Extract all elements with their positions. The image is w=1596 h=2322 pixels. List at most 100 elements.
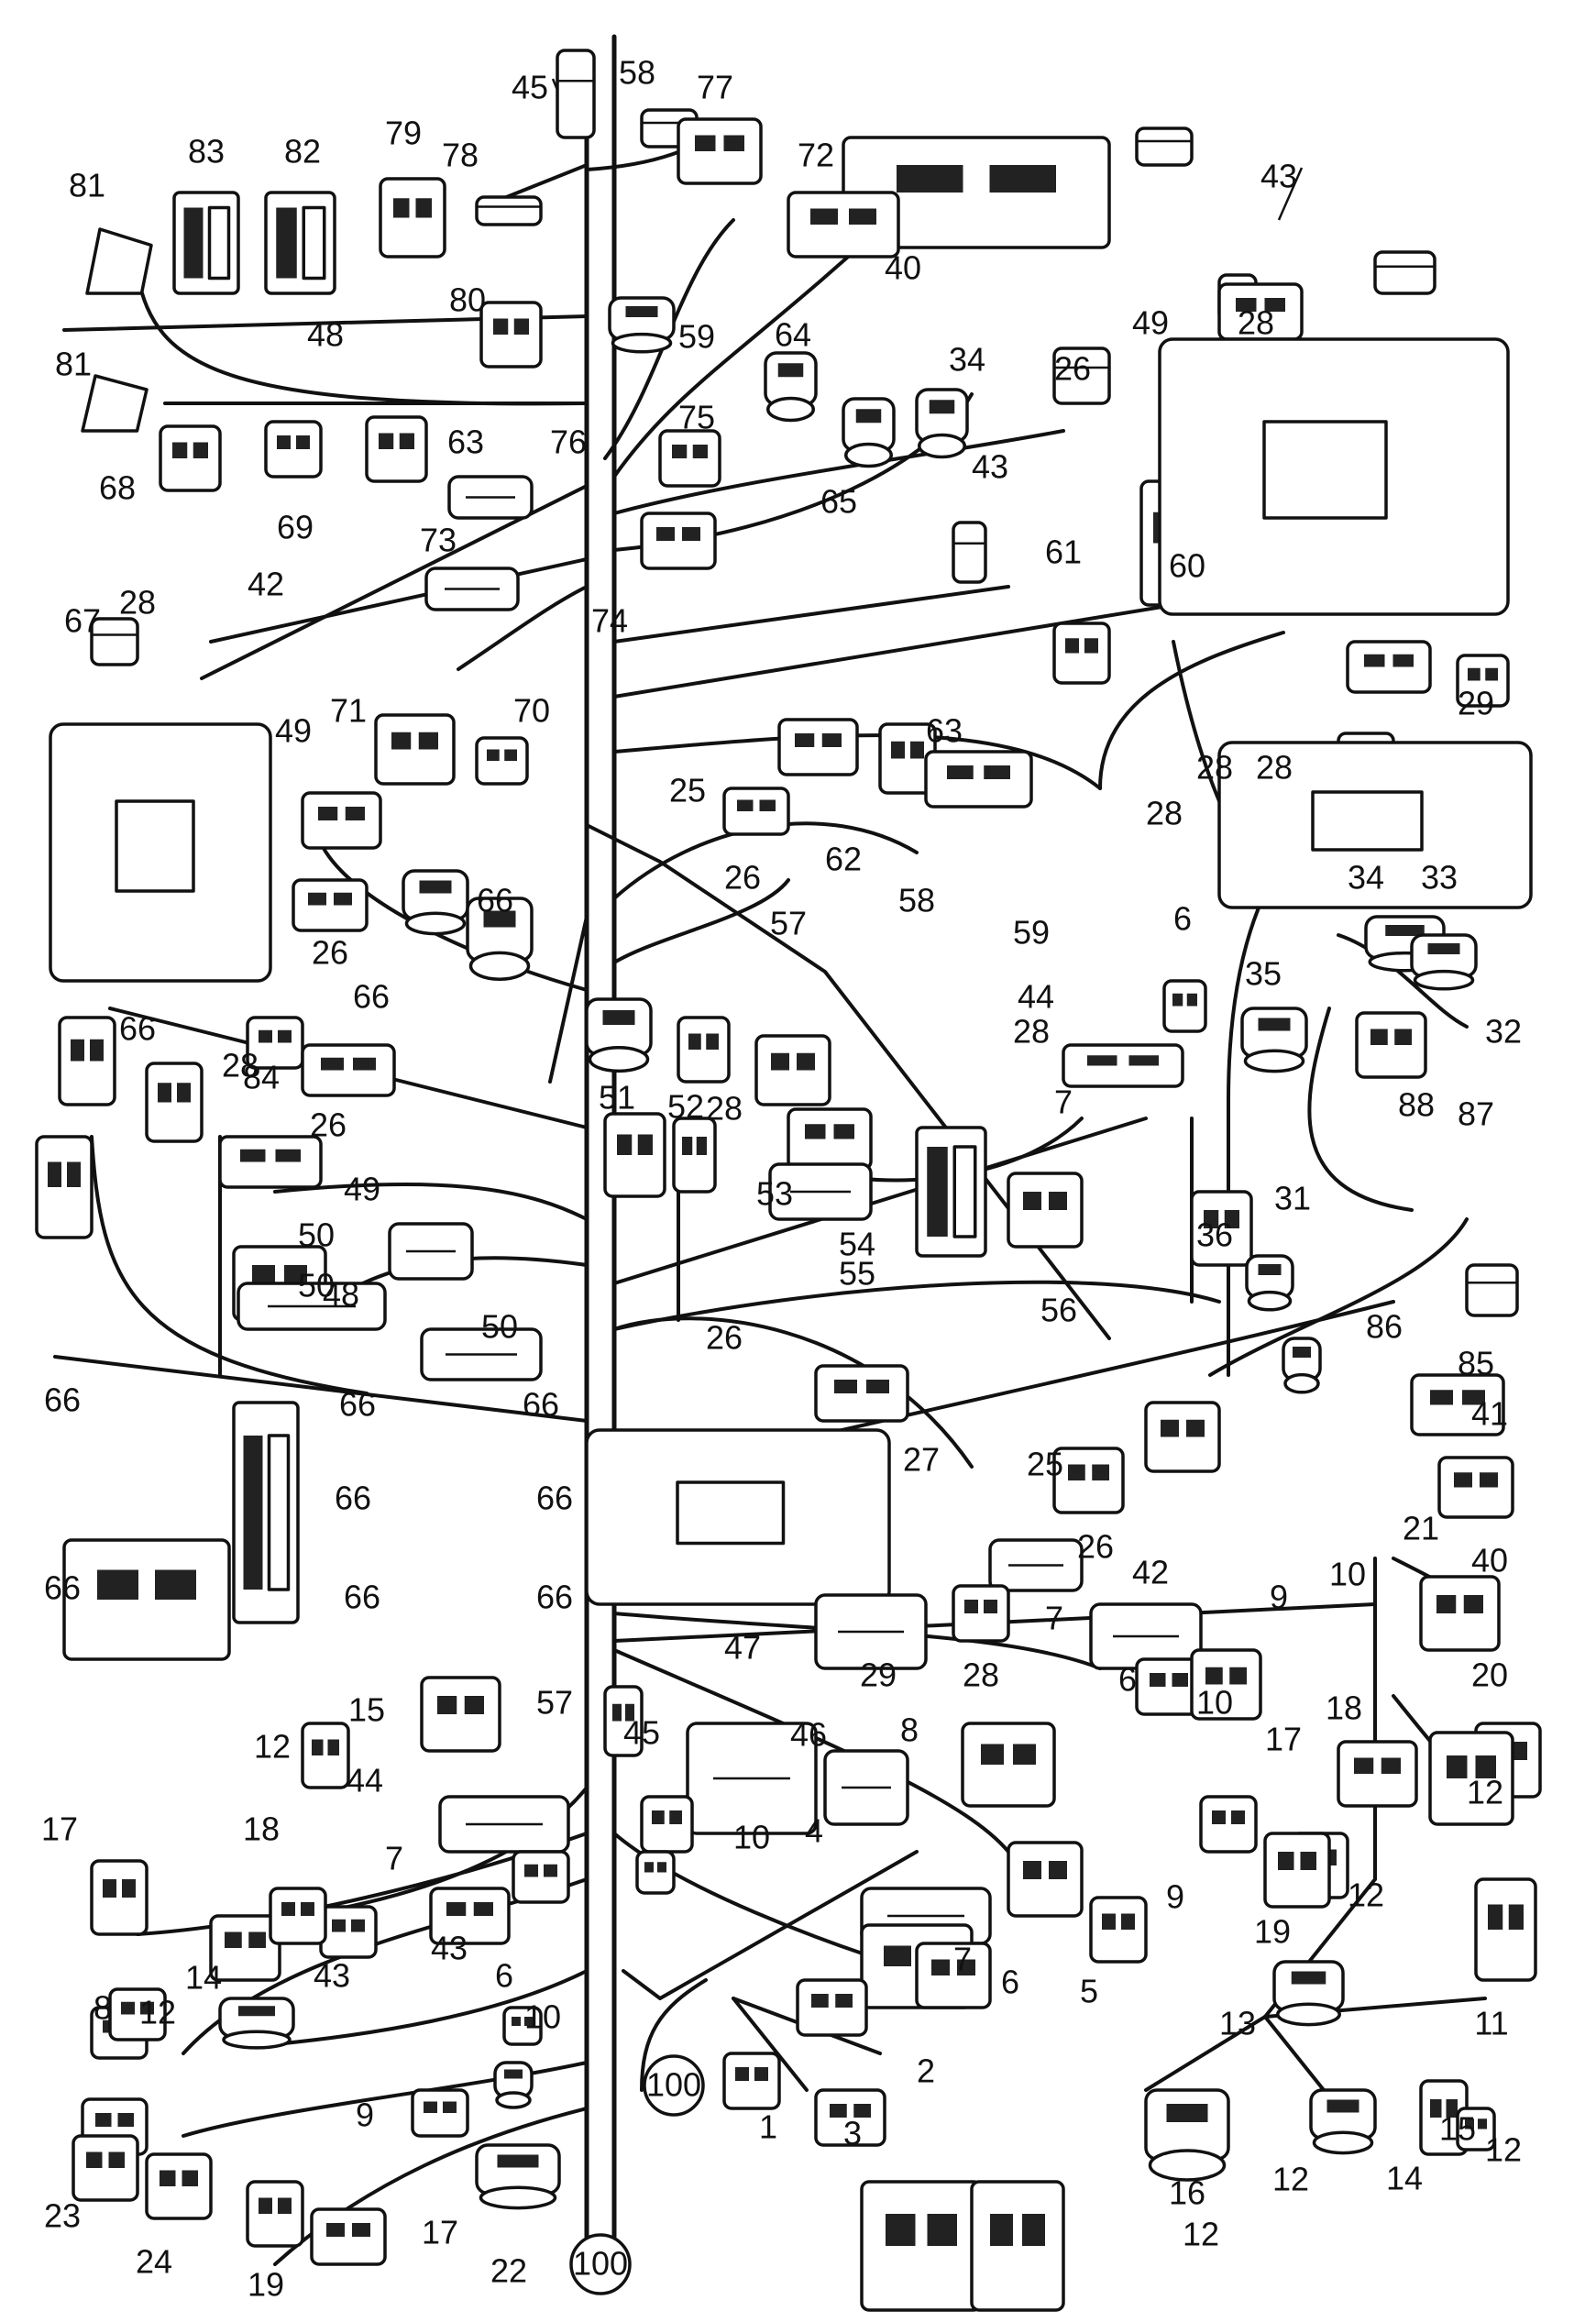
callout-label: 57 xyxy=(770,905,807,942)
callout-label: 9 xyxy=(356,2096,374,2134)
component-79 xyxy=(585,1428,891,1606)
callout-label: 53 xyxy=(756,1175,793,1213)
component-104 xyxy=(232,1401,300,1624)
callout-label: 26 xyxy=(724,859,761,897)
wire-10 xyxy=(457,585,589,671)
callout-label: 43 xyxy=(972,448,1008,486)
component-110 xyxy=(1007,1841,1084,1918)
component-84 xyxy=(988,1538,1084,1592)
component-10 xyxy=(479,301,543,369)
component-91 xyxy=(1428,1731,1514,1826)
callout-label: 49 xyxy=(1132,304,1169,342)
component-106 xyxy=(1263,1832,1331,1909)
callout-label: 22 xyxy=(490,2252,527,2290)
component-54 xyxy=(677,1016,731,1084)
callout-label: 60 xyxy=(1169,547,1205,585)
component-111 xyxy=(635,1850,676,1895)
callout-label: 42 xyxy=(1132,1554,1169,1591)
wire-16 xyxy=(612,603,1175,699)
component-92 xyxy=(1190,1648,1262,1721)
callout-label: 45 xyxy=(512,69,548,106)
component-115 xyxy=(209,1914,281,1982)
callout-label: 16 xyxy=(1169,2174,1205,2212)
callout-label: 70 xyxy=(513,692,550,730)
callout-label: 23 xyxy=(44,2197,81,2235)
callout-label: 47 xyxy=(724,1629,761,1667)
component-65 xyxy=(915,1126,987,1258)
callout-label: 69 xyxy=(277,509,314,546)
component-141 xyxy=(62,1538,231,1661)
callout-label: 86 xyxy=(1366,1308,1403,1346)
wire-60 xyxy=(1337,933,1469,1029)
component-120 xyxy=(108,1987,167,2041)
callout-label: 32 xyxy=(1485,1013,1522,1051)
wire-29 xyxy=(1208,1217,1469,1377)
component-43 xyxy=(722,787,790,836)
callout-label: 73 xyxy=(420,522,457,559)
component-61 xyxy=(1355,1011,1427,1079)
callout-label: 40 xyxy=(1471,1542,1508,1579)
callout-label: 28 xyxy=(1146,795,1183,832)
wire-8 xyxy=(209,557,589,644)
callout-label: 33 xyxy=(1421,859,1458,897)
component-74 xyxy=(1245,1254,1294,1312)
callout-label: 61 xyxy=(1045,534,1082,571)
component-131 xyxy=(1419,2079,1469,2156)
component-76 xyxy=(420,1327,543,1381)
component-101 xyxy=(1337,1740,1418,1808)
callout-label: 80 xyxy=(449,281,486,319)
callout-label: 78 xyxy=(442,137,479,174)
component-14 xyxy=(1373,250,1436,295)
wire-39 xyxy=(347,1786,589,1909)
component-134 xyxy=(493,2061,534,2109)
callout-label: 52 xyxy=(667,1088,704,1126)
wire-13 xyxy=(612,429,1065,515)
component-32 xyxy=(640,512,717,570)
callout-label: 7 xyxy=(953,1941,972,1978)
component-95 xyxy=(603,1685,644,1757)
callout-label: 79 xyxy=(385,115,422,152)
callout-label: 50 xyxy=(298,1267,335,1304)
callout-label: 13 xyxy=(1219,2005,1256,2042)
callout-label: 15 xyxy=(348,1691,385,1729)
wire-22 xyxy=(53,1355,589,1423)
reference-circle-label: 100 xyxy=(573,2245,628,2283)
callout-label: 59 xyxy=(678,318,715,356)
component-46 xyxy=(402,869,469,936)
callout-label: 66 xyxy=(44,1569,81,1607)
callout-label: 88 xyxy=(1398,1086,1435,1124)
component-89 xyxy=(1419,1575,1501,1652)
callout-label: 83 xyxy=(188,133,225,171)
callout-label: 45 xyxy=(623,1714,660,1752)
callout-label: 55 xyxy=(839,1255,875,1293)
callout-label: 56 xyxy=(1040,1292,1077,1329)
component-11 xyxy=(608,296,676,354)
callout-label: 14 xyxy=(1386,2160,1423,2197)
callout-leader xyxy=(1277,167,1304,221)
component-48 xyxy=(1217,741,1533,909)
component-13 xyxy=(1135,127,1194,167)
wire-48 xyxy=(732,1997,809,2092)
component-20 xyxy=(447,475,534,520)
callout-label: 10 xyxy=(1329,1556,1366,1593)
component-125 xyxy=(814,2088,886,2147)
callout-label: 43 xyxy=(431,1930,468,1967)
component-67 xyxy=(218,1135,323,1189)
callout-label: 7 xyxy=(1045,1600,1063,1637)
component-8 xyxy=(264,191,336,295)
component-83 xyxy=(1437,1456,1514,1519)
callout-label: 63 xyxy=(926,712,963,750)
callout-label: 68 xyxy=(99,469,136,507)
component-17 xyxy=(159,424,222,492)
component-135 xyxy=(411,2088,469,2138)
callout-label: 66 xyxy=(335,1480,371,1517)
callout-label: 18 xyxy=(1326,1689,1362,1727)
component-80 xyxy=(1410,1373,1505,1436)
component-27 xyxy=(952,521,987,584)
callout-label: 84 xyxy=(243,1059,280,1096)
reference-circle: 100 xyxy=(643,2054,705,2117)
callout-leader xyxy=(551,78,559,91)
component-140 xyxy=(475,2143,561,2210)
callout-label: 57 xyxy=(536,1684,573,1722)
callout-label: 26 xyxy=(310,1106,347,1144)
